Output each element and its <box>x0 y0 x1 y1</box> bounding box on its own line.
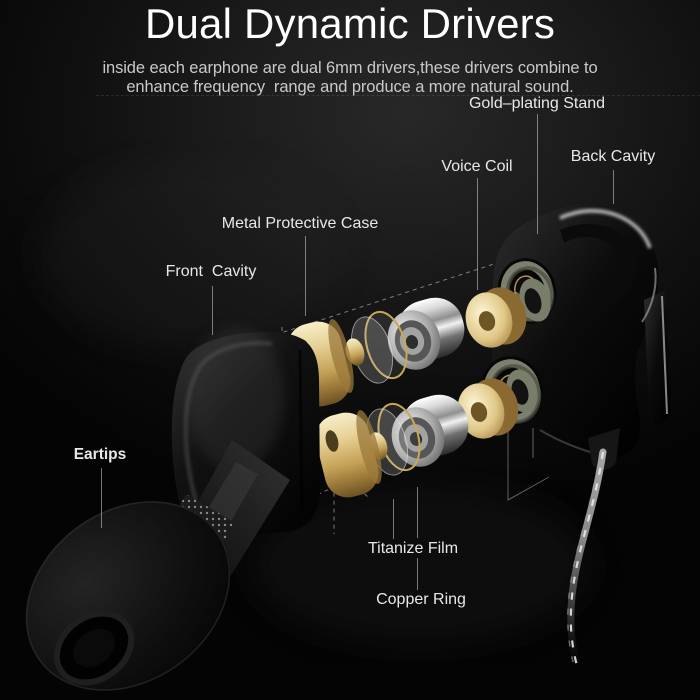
voice-coil-chrome-top <box>387 297 465 370</box>
callout-back-cavity: Back Cavity <box>570 148 656 165</box>
leader-line-front-cavity <box>212 286 213 335</box>
callout-copper-ring: Copper Ring <box>376 591 466 608</box>
callout-titanize-film: Titanize Film <box>367 540 459 557</box>
earphone-cable <box>567 448 607 670</box>
leader-line-titanize-film <box>393 499 394 539</box>
driver-assembly-top <box>287 278 551 407</box>
backdrop-seam <box>96 95 700 96</box>
callout-eartips: Eartips <box>73 446 127 463</box>
driver-assembly-bottom <box>315 369 538 498</box>
leader-line-voice-coil <box>477 178 478 290</box>
magnet-gold-top <box>465 287 527 348</box>
leader-line-eartips <box>101 468 102 528</box>
eartip <box>25 501 231 691</box>
leader-line-gold-plating-stand <box>537 114 538 234</box>
copper-ring-top <box>364 310 408 380</box>
page-title: Dual Dynamic Drivers <box>144 0 556 47</box>
callout-front-cavity: Front Cavity <box>165 263 257 280</box>
callout-voice-coil: Voice Coil <box>441 158 513 175</box>
leader-line-copper-ring-lower <box>417 558 418 590</box>
callout-metal-protective-case: Metal Protective Case <box>221 215 379 232</box>
leader-line-back-cavity <box>613 170 614 204</box>
subtitle-line-1: inside each earphone are dual 6mm driver… <box>102 59 598 77</box>
callout-gold-plating-stand: Gold–plating Stand <box>468 95 606 112</box>
stand-ring-top <box>519 278 551 322</box>
front-plate-gold-bottom <box>315 410 382 498</box>
ear-hook-cutout <box>560 224 637 307</box>
backdrop-glow <box>40 160 590 645</box>
magnet-gold-bottom <box>457 378 519 439</box>
subtitle-line-2: enhance frequency range and produce a mo… <box>126 78 574 96</box>
leader-line-metal-protective-case <box>305 236 306 316</box>
leader-line-copper-ring-upper <box>417 487 418 538</box>
